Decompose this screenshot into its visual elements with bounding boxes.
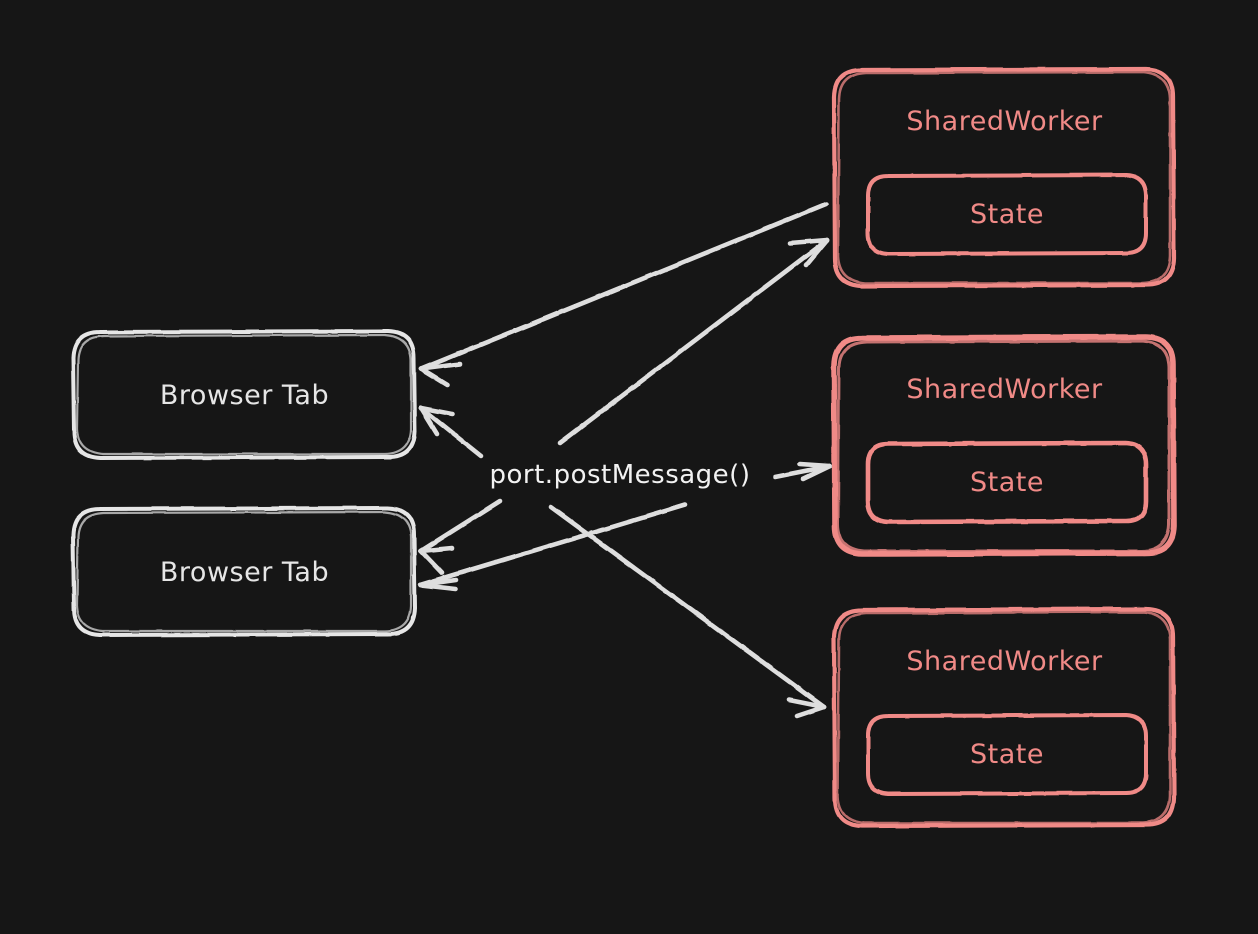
edge-center-to-tab2-a[interactable] (418, 498, 503, 576)
shared-worker-3-state-shape[interactable] (866, 713, 1148, 796)
browser-tab-2-shape[interactable] (71, 506, 417, 637)
shared-worker-2-shape[interactable] (831, 334, 1177, 557)
edge-worker1-to-tab1[interactable] (418, 201, 829, 388)
edge-center-to-worker3[interactable] (548, 504, 827, 719)
shared-worker-1-state-shape[interactable] (866, 173, 1148, 256)
edge-center-to-tab1[interactable] (418, 405, 484, 459)
shared-worker-3-shape[interactable] (831, 606, 1177, 829)
browser-tab-1-shape[interactable] (71, 329, 417, 460)
shared-worker-2-state-shape[interactable] (865, 440, 1149, 525)
edge-center-to-worker1-a[interactable] (557, 237, 830, 446)
edge-center-to-worker2[interactable] (772, 461, 833, 482)
shared-worker-1-shape[interactable] (831, 66, 1177, 289)
edge-worker-to-tab2[interactable] (417, 502, 688, 592)
